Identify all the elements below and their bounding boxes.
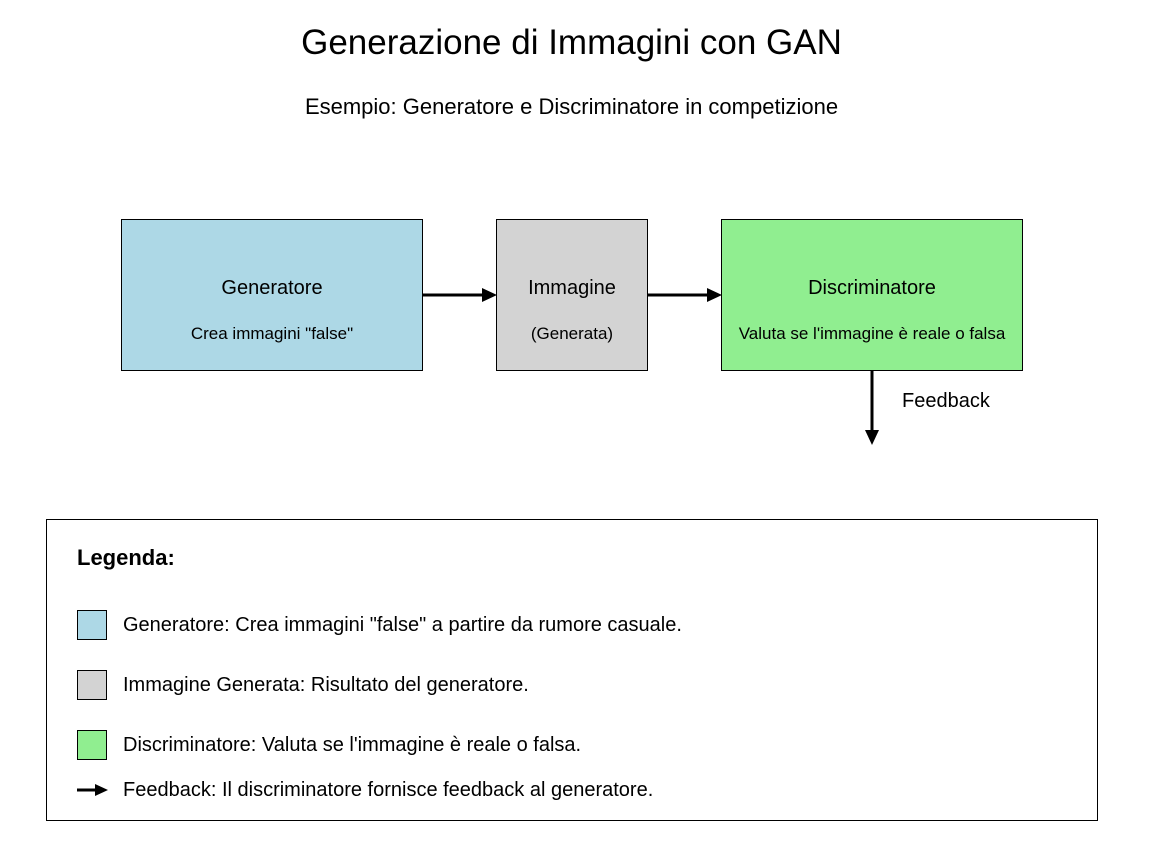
diagram-subtitle: Esempio: Generatore e Discriminatore in … bbox=[304, 94, 839, 119]
image-node: Immagine (Generata) bbox=[496, 219, 648, 371]
discriminator-node-description: Valuta se l'immagine è reale o falsa bbox=[738, 324, 1006, 343]
arrow-generator-to-image bbox=[423, 288, 497, 302]
legend-swatch-generator bbox=[77, 610, 107, 640]
feedback-label: Feedback bbox=[902, 390, 990, 412]
legend-title: Legenda: bbox=[77, 545, 175, 570]
image-node-label: Immagine bbox=[528, 277, 616, 299]
arrow-right-icon bbox=[77, 784, 108, 796]
feedback-arrow bbox=[865, 371, 879, 445]
legend-text-generator: Generatore: Crea immagini "false" a part… bbox=[123, 614, 682, 636]
legend-text-feedback: Feedback: Il discriminatore fornisce fee… bbox=[123, 779, 654, 801]
arrow-image-to-discriminator bbox=[648, 288, 722, 302]
legend-text-image: Immagine Generata: Risultato del generat… bbox=[123, 674, 529, 696]
image-node-description: (Generata) bbox=[530, 324, 614, 343]
discriminator-node: Discriminatore Valuta se l'immagine è re… bbox=[721, 219, 1023, 371]
generator-node-label: Generatore bbox=[221, 277, 323, 299]
diagram-title: Generazione di Immagini con GAN bbox=[301, 23, 842, 62]
discriminator-node-label: Discriminatore bbox=[808, 277, 936, 299]
legend-swatch-image bbox=[77, 670, 107, 700]
generator-node-description: Crea immagini "false" bbox=[190, 324, 354, 343]
legend-box: Legenda: Generatore: Crea immagini "fals… bbox=[46, 519, 1098, 821]
legend-text-discriminator: Discriminatore: Valuta se l'immagine è r… bbox=[123, 734, 582, 756]
generator-node: Generatore Crea immagini "false" bbox=[121, 219, 423, 371]
legend-swatch-discriminator bbox=[77, 730, 107, 760]
